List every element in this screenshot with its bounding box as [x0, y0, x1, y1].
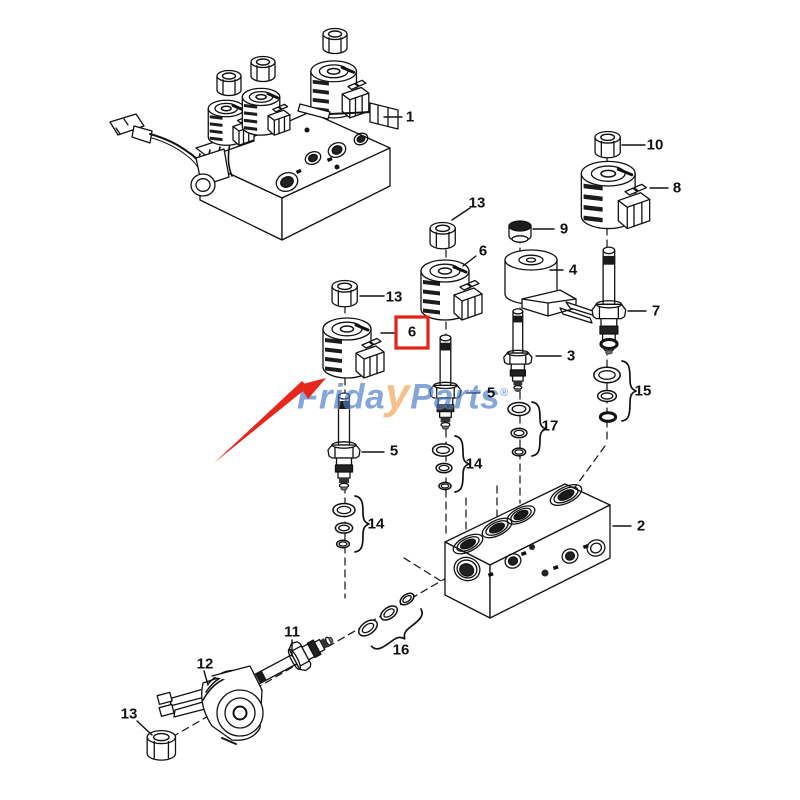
- highlight-arrow-head: [299, 378, 326, 399]
- highlight-arrow: [214, 381, 308, 463]
- watermark-accent: y: [385, 369, 411, 419]
- part-1-valve-assembly: [110, 27, 398, 241]
- watermark-suffix: Parts: [410, 377, 501, 417]
- leader-lines: [137, 117, 668, 735]
- registered-mark: ®: [500, 387, 509, 399]
- part-4-solenoid-elbow: [505, 250, 599, 323]
- part-2-manifold-block: [445, 480, 610, 618]
- braces: [355, 361, 636, 657]
- part-9-cap-nut: [509, 221, 531, 242]
- part-12-coil: [157, 666, 263, 744]
- highlight-box: [396, 317, 428, 348]
